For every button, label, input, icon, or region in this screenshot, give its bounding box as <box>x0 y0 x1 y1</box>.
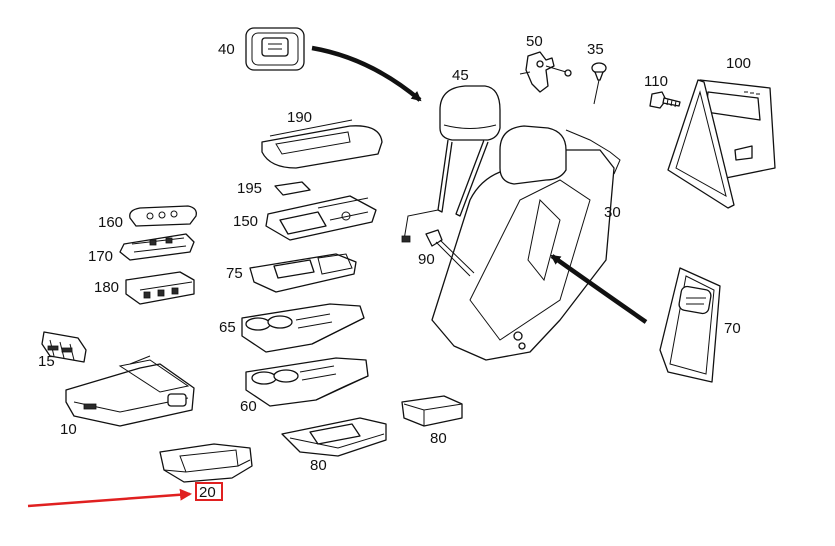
callout-15: 15 <box>38 353 55 370</box>
callout-150: 150 <box>233 213 258 230</box>
callout-110: 110 <box>644 73 668 90</box>
callout-160: 160 <box>98 214 123 231</box>
callout-100: 100 <box>726 55 751 72</box>
callout-80-bin: 80 <box>430 430 447 447</box>
part-20-lower-tray <box>159 443 253 483</box>
callout-35: 35 <box>587 41 604 58</box>
part-70-rear-panel <box>659 267 721 383</box>
arrow-70-to-seat <box>550 254 648 324</box>
callout-45: 45 <box>452 67 469 84</box>
arrow-40-to-seat <box>311 45 422 102</box>
part-65-cupholder <box>241 303 365 353</box>
callout-90: 90 <box>418 251 435 268</box>
callout-20: 20 <box>199 484 216 501</box>
callout-10: 10 <box>60 421 77 438</box>
part-170-switch-housing <box>119 233 195 261</box>
callout-30: 30 <box>604 204 621 221</box>
callout-180: 180 <box>94 279 119 296</box>
callout-75: 75 <box>226 265 243 282</box>
part-180-module <box>125 271 195 305</box>
part-45-headrest <box>401 85 501 243</box>
part-15-usb-module <box>41 331 87 363</box>
callout-65: 65 <box>219 319 236 336</box>
callout-40: 40 <box>218 41 235 58</box>
callout-190: 190 <box>287 109 312 126</box>
part-80-tray-a <box>281 417 387 457</box>
highlight-box-20 <box>195 482 223 501</box>
highlight-arrow <box>27 488 192 508</box>
part-150-lid-panel <box>265 195 377 241</box>
callout-80-tray: 80 <box>310 457 327 474</box>
part-60-cupholder <box>245 357 369 407</box>
part-100-display-unit <box>667 79 776 209</box>
part-75-panel <box>249 253 357 293</box>
callout-195: 195 <box>237 180 262 197</box>
part-40-charger-pad <box>245 27 305 71</box>
part-195-pad <box>274 181 311 196</box>
part-80-bin-b <box>401 395 463 427</box>
part-190-trim <box>261 119 383 169</box>
part-10-console <box>65 355 195 427</box>
callout-50: 50 <box>526 33 543 50</box>
callout-70: 70 <box>724 320 741 337</box>
part-50-latch <box>519 51 572 93</box>
part-160-bezel <box>129 205 197 227</box>
part-110-screw <box>649 91 681 109</box>
part-90-bolt <box>425 229 475 277</box>
callout-170: 170 <box>88 248 113 265</box>
callout-60: 60 <box>240 398 257 415</box>
part-35-push-pin <box>591 62 607 105</box>
part-30-seat-back <box>431 125 621 361</box>
